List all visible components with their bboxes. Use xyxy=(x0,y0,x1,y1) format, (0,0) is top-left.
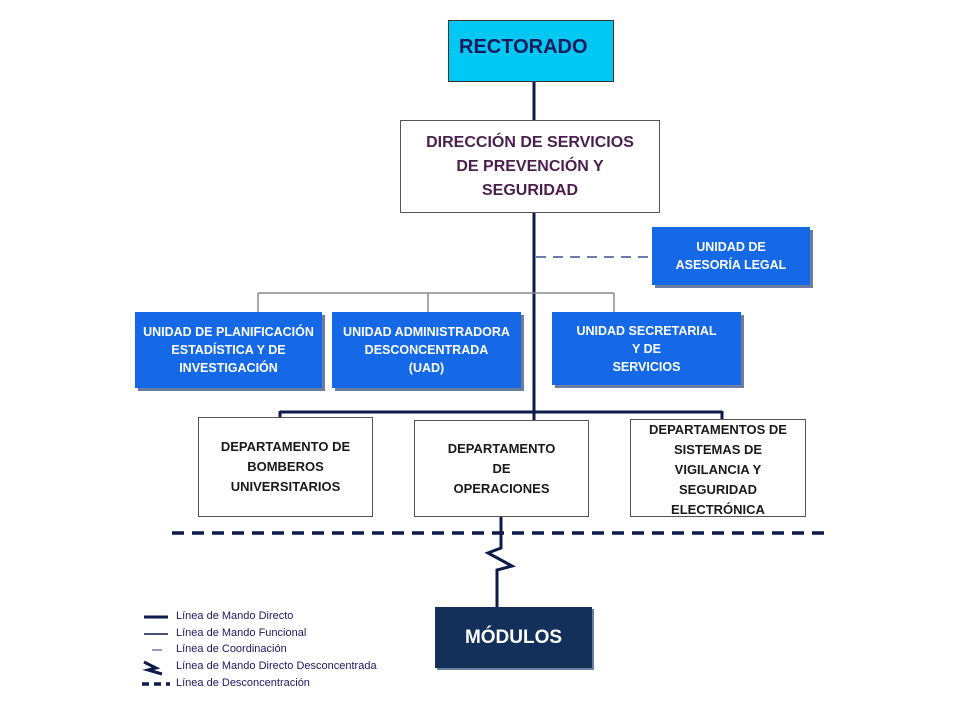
box-direccion-servicios: DIRECCIÓN DE SERVICIOS DE PREVENCIÓN Y S… xyxy=(400,120,660,213)
legend-mando-directo-desconcentrada: Línea de Mando Directo Desconcentrada xyxy=(176,660,377,672)
box-rectorado: RECTORADO xyxy=(448,20,614,82)
box-departamento-operaciones: DEPARTAMENTO DE OPERACIONES xyxy=(414,420,589,517)
legend-symbol-desconcentrada xyxy=(142,660,163,676)
legend-coordinacion: Línea de Coordinación xyxy=(176,643,287,655)
legend-mando-directo: Línea de Mando Directo xyxy=(176,610,294,622)
box-asesoria-legal: UNIDAD DE ASESORÍA LEGAL xyxy=(652,227,810,285)
line-desconcentrada-modulos xyxy=(484,517,517,607)
legend-desconcentracion: Línea de Desconcentración xyxy=(176,677,310,689)
box-departamento-vigilancia: DEPARTAMENTOS DE SISTEMAS DE VIGILANCIA … xyxy=(630,419,806,517)
box-modulos: MÓDULOS xyxy=(435,607,592,668)
box-unidad-planificacion: UNIDAD DE PLANIFICACIÓN ESTADÍSTICA Y DE… xyxy=(135,312,322,388)
legend-mando-funcional: Línea de Mando Funcional xyxy=(176,627,307,639)
box-unidad-secretarial: UNIDAD SECRETARIAL Y DE SERVICIOS xyxy=(552,312,741,385)
box-departamento-bomberos: DEPARTAMENTO DE BOMBEROS UNIVERSITARIOS xyxy=(198,417,373,517)
box-unidad-administradora: UNIDAD ADMINISTRADORA DESCONCENTRADA (UA… xyxy=(332,312,521,388)
